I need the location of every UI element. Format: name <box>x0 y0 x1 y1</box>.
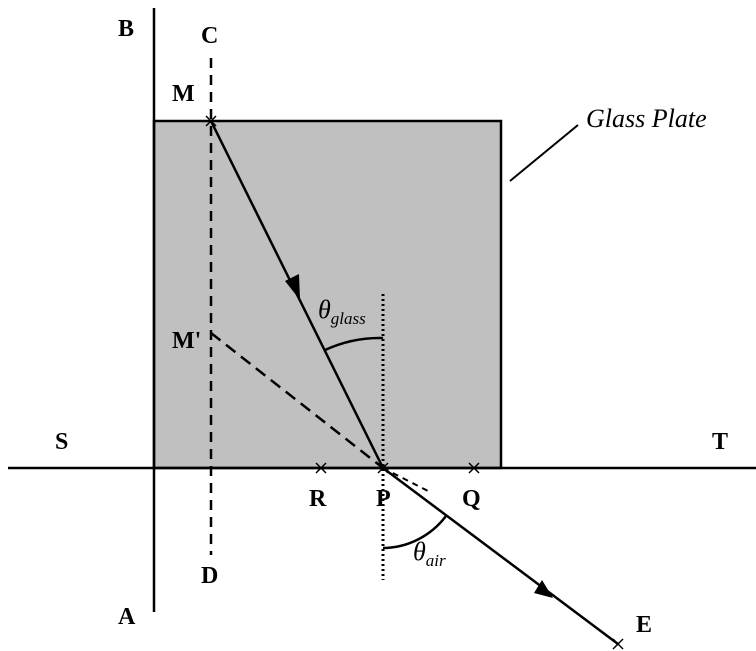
dashed-extension-p <box>382 467 431 493</box>
theta-glass-label: θglass <box>318 295 366 328</box>
arrowhead-pe <box>534 580 553 598</box>
label-a: A <box>118 604 136 630</box>
theta-air-subscript: air <box>426 551 446 570</box>
theta-glass-subscript: glass <box>331 309 366 328</box>
label-m: M <box>172 81 195 107</box>
label-c: C <box>201 23 218 49</box>
label-r: R <box>309 486 327 512</box>
dashed-line-mprime-p <box>210 332 384 469</box>
label-b: B <box>118 16 134 42</box>
angle-arc-air <box>382 515 447 550</box>
theta-glass-symbol: θ <box>318 295 331 324</box>
label-pointer-line <box>509 124 579 182</box>
arrowhead-mp-tip <box>285 274 300 300</box>
label-t: T <box>712 429 728 455</box>
label-m-prime: M' <box>172 328 201 354</box>
label-p: P <box>376 486 391 512</box>
angle-arc-glass <box>324 336 384 352</box>
marker-r <box>315 462 327 474</box>
theta-air-symbol: θ <box>413 537 426 566</box>
marker-m <box>205 115 217 127</box>
theta-air-label: θair <box>413 537 446 570</box>
glass-plate-label: Glass Plate <box>586 104 707 133</box>
marker-e <box>612 638 624 650</box>
marker-q <box>468 462 480 474</box>
ray-p-e <box>382 466 619 646</box>
marker-p <box>377 462 389 474</box>
label-d: D <box>201 563 218 589</box>
label-e: E <box>636 612 652 638</box>
label-s: S <box>55 429 68 455</box>
label-q: Q <box>462 486 481 512</box>
